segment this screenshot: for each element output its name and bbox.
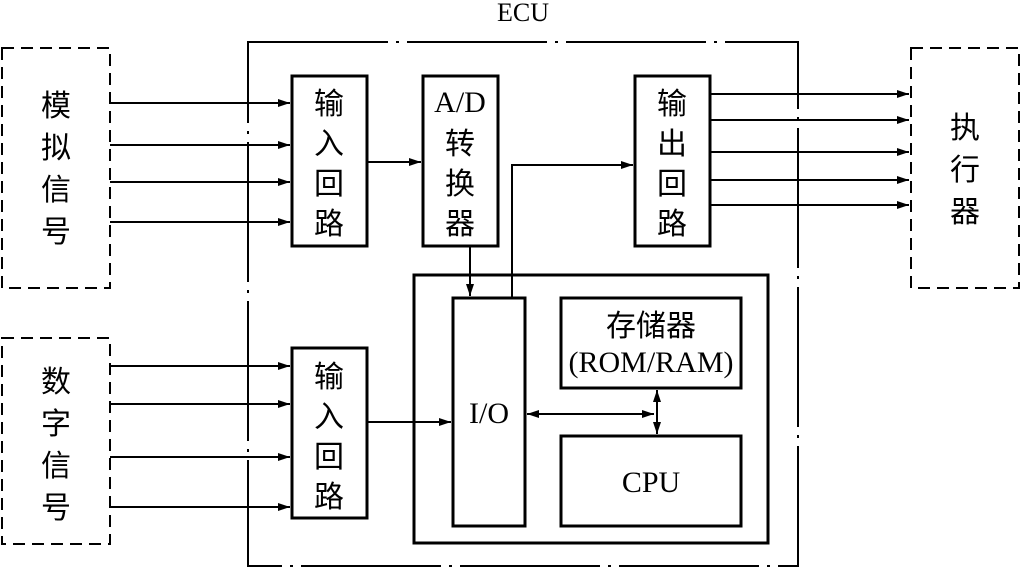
digital-signal-char-3: 信 xyxy=(41,450,71,483)
io-to-output-arrow xyxy=(511,161,633,298)
output-circuit-char-3: 回 xyxy=(657,168,687,201)
analog-signal-char-3: 信 xyxy=(41,174,71,207)
digital-signal-char-4: 号 xyxy=(41,492,71,525)
output-circuit: 输 出 回 路 xyxy=(633,74,712,248)
memory-unit: 存储器 (ROM/RAM) xyxy=(559,296,743,390)
analog-signal-char-4: 号 xyxy=(41,216,71,249)
microcomputer-block xyxy=(412,273,770,545)
input-circuit-top-char-3: 回 xyxy=(314,168,344,201)
ad-converter-label-2: 转 xyxy=(445,128,475,161)
digital-signal-source: 数 字 信 号 xyxy=(1,337,111,545)
input-circuit-bottom-char-4: 路 xyxy=(314,481,344,514)
memory-label: 存储器 xyxy=(606,310,696,343)
input-circuit-top-char-1: 输 xyxy=(314,88,344,121)
io-label: I/O xyxy=(469,397,509,430)
output-circuit-char-4: 路 xyxy=(657,208,687,241)
actuator-char-1: 执 xyxy=(950,112,980,145)
ecu-frame xyxy=(247,41,799,567)
connections xyxy=(110,90,909,511)
analog-signal-source: 模 拟 信 号 xyxy=(1,47,111,289)
actuator-box: 执 行 器 xyxy=(910,47,1020,289)
input-circuit-bottom-char-2: 入 xyxy=(314,401,344,434)
io-unit: I/O xyxy=(451,296,527,528)
digital-signal-char-2: 字 xyxy=(41,408,71,441)
ad-converter-label-3: 换 xyxy=(445,168,475,201)
output-circuit-char-1: 输 xyxy=(657,88,687,121)
cpu-unit: CPU xyxy=(559,434,743,528)
ad-converter-label-1: A/D xyxy=(434,86,486,119)
ad-converter-label-4: 器 xyxy=(445,208,475,241)
memory-type-label: (ROM/RAM) xyxy=(568,346,733,379)
output-circuit-char-2: 出 xyxy=(657,128,687,161)
input-circuit-top-char-4: 路 xyxy=(314,208,344,241)
cpu-label: CPU xyxy=(622,466,681,499)
digital-signal-char-1: 数 xyxy=(41,366,71,399)
analog-signal-char-1: 模 xyxy=(41,90,71,123)
actuator-char-2: 行 xyxy=(950,154,980,187)
input-circuit-bottom-char-1: 输 xyxy=(314,361,344,394)
input-circuit-bottom: 输 入 回 路 xyxy=(290,346,369,520)
actuator-char-3: 器 xyxy=(950,196,980,229)
ad-converter: A/D 转 换 器 xyxy=(421,74,500,248)
ecu-title: ECU xyxy=(497,0,549,27)
input-circuit-top: 输 入 回 路 xyxy=(290,74,369,248)
analog-signal-char-2: 拟 xyxy=(41,132,71,165)
input-circuit-bottom-char-3: 回 xyxy=(314,441,344,474)
input-circuit-top-char-2: 入 xyxy=(314,128,344,161)
